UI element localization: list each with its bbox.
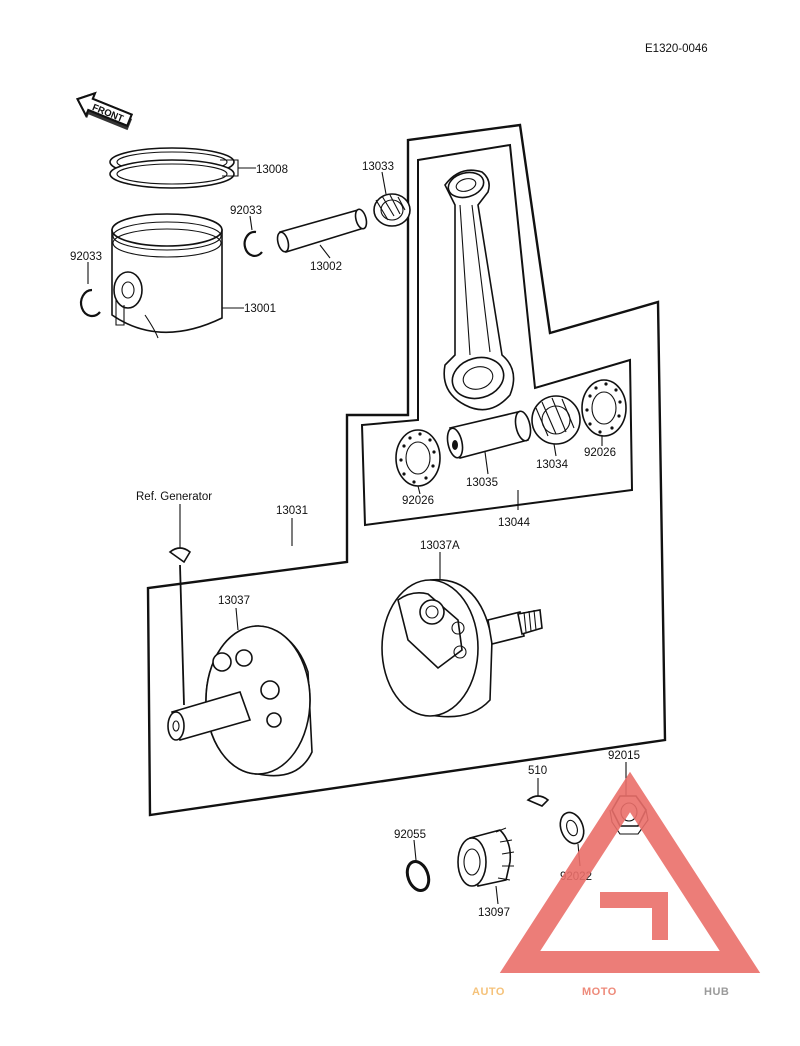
diagram-code: E1320-0046: [645, 43, 708, 55]
circlip-92055: [405, 859, 431, 893]
front-arrow-icon: FRONT: [76, 91, 133, 131]
label-92015: 92015: [608, 750, 640, 762]
label-92033-upper: 92033: [230, 205, 262, 217]
label-13001: 13001: [244, 303, 276, 315]
label-92033-left: 92033: [70, 251, 102, 263]
thrust-washer-right: [581, 379, 627, 437]
connecting-rod: [443, 169, 515, 411]
woodruff-key-generator: [168, 547, 192, 564]
label-13031: 13031: [276, 505, 308, 517]
big-end-bearing: [531, 395, 581, 445]
label-13044: 13044: [498, 517, 531, 529]
key-510: [526, 795, 550, 807]
label-13002: 13002: [310, 261, 342, 273]
circlip-upper: [243, 230, 263, 257]
watermark-hub: HUB: [704, 986, 729, 998]
watermark-auto: AUTO: [472, 986, 505, 998]
piston-pin: [276, 208, 368, 254]
crank-half-left: [167, 625, 313, 777]
circlip-left: [79, 288, 101, 318]
watermark-logo-icon: [499, 771, 761, 973]
crank-pin: [446, 410, 532, 459]
label-510: 510: [528, 765, 547, 777]
connecting-rod-outline: [360, 143, 634, 527]
label-13034: 13034: [536, 459, 569, 471]
label-92026-right: 92026: [584, 447, 616, 459]
piston: [111, 213, 223, 339]
label-13097: 13097: [478, 907, 510, 919]
thrust-washer-left: [395, 429, 441, 487]
label-ref-generator: Ref. Generator: [136, 491, 212, 503]
label-13037: 13037: [218, 595, 250, 607]
crank-half-right: [381, 578, 543, 718]
crankshaft-assembly-outline: [146, 123, 667, 817]
crank-gear: [457, 827, 515, 887]
label-13035: 13035: [466, 477, 498, 489]
label-92026-left: 92026: [402, 495, 434, 507]
label-92055: 92055: [394, 829, 426, 841]
piston-rings: [109, 147, 235, 189]
label-13033: 13033: [362, 161, 394, 173]
washer-92022: [559, 811, 585, 845]
watermark-moto: MOTO: [582, 986, 617, 998]
label-13008: 13008: [256, 164, 288, 176]
label-13037A: 13037A: [420, 540, 460, 552]
small-end-bearing: [373, 193, 411, 227]
